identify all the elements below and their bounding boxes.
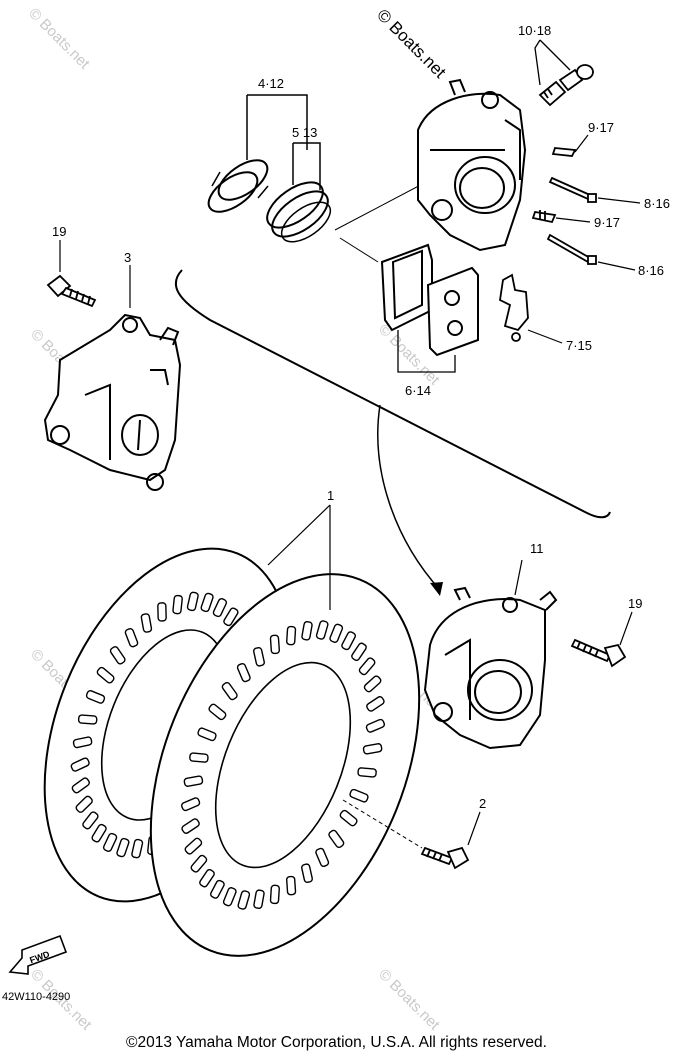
watermark-1: © Boats.net: [25, 5, 93, 73]
callout-10-18: 10·18: [518, 23, 551, 38]
pad-clip-lower: [531, 210, 557, 224]
brake-disc-front: [149, 573, 421, 957]
callout-5-13: 5 13: [292, 125, 317, 140]
leader-1: [267, 504, 331, 610]
alignment-lines: [334, 179, 431, 263]
callout-labels: 1 2 3 4·12 5 13 6·14 7·15 8·16 8·16 9·17…: [52, 23, 670, 811]
leader-10-18: [534, 39, 571, 86]
brake-pads: [380, 243, 479, 357]
assembly-arrow: [377, 404, 441, 591]
pad-clip-upper: [551, 147, 577, 157]
caliper-right: [423, 586, 558, 750]
caliper-bolt-right: [570, 638, 627, 668]
caliper-bolt-left: [46, 274, 97, 308]
callout-2: 2: [479, 796, 486, 811]
callout-3: 3: [124, 250, 131, 265]
diagram-code: 42W110-4290: [2, 991, 70, 1003]
callout-11: 11: [530, 541, 544, 556]
leader-2: [467, 811, 481, 846]
leader-lines-rings: [246, 94, 321, 190]
callout-7-15: 7·15: [566, 338, 592, 353]
leader-6-14: [397, 330, 456, 373]
callout-8-16-lower: 8·16: [638, 263, 664, 278]
leader-7-15: [527, 329, 563, 344]
copyright-notice: ©2013 Yamaha Motor Corporation, U.S.A. A…: [126, 1034, 547, 1051]
callout-4-12: 4·12: [258, 76, 284, 91]
caliper-top: [417, 78, 527, 252]
pad-pin-lower: [546, 233, 597, 265]
callout-1: 1: [327, 488, 334, 503]
callout-19-right: 19: [628, 596, 642, 611]
leaders-8-9: [555, 134, 641, 271]
leader-19-right: [619, 611, 633, 646]
watermark-2: © Boats.net: [373, 5, 450, 82]
callout-9-17-upper: 9·17: [588, 120, 614, 135]
seal-ring-part-4: [207, 159, 269, 213]
watermark-8: © Boats.net: [375, 966, 443, 1034]
callout-8-16-upper: 8·16: [644, 196, 670, 211]
leader-11: [514, 559, 523, 596]
caliper-left: [43, 313, 182, 491]
callout-6-14: 6·14: [405, 383, 431, 398]
pad-pin-upper: [548, 176, 597, 203]
leader-2-dashed: [342, 799, 423, 849]
pad-spring: [499, 273, 529, 342]
kit-bracket: [174, 269, 611, 519]
bleed-screw: [538, 64, 594, 107]
callout-9-17-lower: 9·17: [594, 215, 620, 230]
disc-bolt: [420, 846, 470, 870]
callout-19-left: 19: [52, 224, 66, 239]
assembly-arrowhead: [430, 582, 443, 596]
seal-ring-part-5: [266, 181, 332, 243]
